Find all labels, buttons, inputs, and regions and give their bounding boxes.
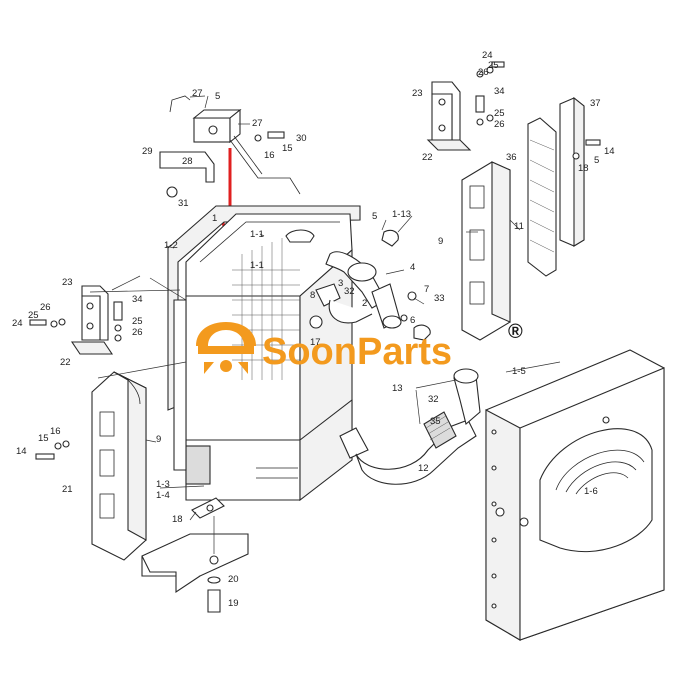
callout-label: 1-1 <box>250 229 264 240</box>
left-side-plate <box>35 371 147 561</box>
callout-label: 1 <box>212 213 217 224</box>
callout-label: 34 <box>132 294 143 305</box>
soonparts-watermark: SoonParts ® <box>196 321 523 374</box>
seal-bars-group <box>527 96 601 277</box>
callout-label: 5 <box>215 91 220 102</box>
callout-label: 20 <box>228 574 239 585</box>
callout-label: 14 <box>604 146 615 157</box>
watermark-brand-text: SoonParts <box>262 331 452 373</box>
callout-label: 22 <box>422 152 433 163</box>
callout-label: 27 <box>252 118 263 129</box>
callout-label: 1-4 <box>156 490 170 501</box>
callout-label: 15 <box>282 143 293 154</box>
leader-lines <box>89 215 561 521</box>
callout-label: 7 <box>424 284 429 295</box>
callout-label: 25 <box>494 108 505 119</box>
callout-label: 1-5 <box>512 366 526 377</box>
callout-label: 14 <box>16 446 27 457</box>
callout-label: 1-2 <box>164 240 178 251</box>
callout-label: 1-1 <box>250 260 264 271</box>
callout-label: 17 <box>310 337 321 348</box>
callout-label: 30 <box>296 133 307 144</box>
callout-label: 3 <box>338 278 343 289</box>
callout-label: 2 <box>362 298 367 309</box>
callout-label: 9 <box>438 236 443 247</box>
callout-label: 11 <box>514 221 524 232</box>
callout-label: 4 <box>410 262 415 273</box>
callout-label: 18 <box>578 163 589 174</box>
callout-label: 22 <box>60 357 71 368</box>
callout-label: 1-3 <box>156 479 170 490</box>
callout-label: 1-6 <box>584 486 598 497</box>
callout-label: 32 <box>428 394 439 405</box>
callout-label: 29 <box>142 146 153 157</box>
soonparts-logo-icon <box>196 322 256 374</box>
callout-label: 27 <box>192 88 203 99</box>
callout-label: 12 <box>418 463 429 474</box>
callout-label: 21 <box>62 484 73 495</box>
callout-label: 31 <box>178 198 189 209</box>
callout-label: 36 <box>506 152 517 163</box>
reservoir-bracket-group <box>159 95 301 198</box>
bottom-mount-group <box>141 497 249 613</box>
fan-shroud <box>485 349 665 641</box>
callout-label: 26 <box>132 327 143 338</box>
registered-mark: ® <box>508 321 523 343</box>
callout-label: 33 <box>434 293 445 304</box>
callout-label: 5 <box>594 155 599 166</box>
callout-label: 25 <box>28 310 39 321</box>
upper-right-bracket-group <box>426 61 505 151</box>
callout-label: 23 <box>62 277 73 288</box>
upper-hose-group <box>309 229 431 341</box>
callout-label: 23 <box>412 88 423 99</box>
callout-label: 24 <box>12 318 23 329</box>
callout-label: 15 <box>38 433 49 444</box>
callout-label: 16 <box>264 150 275 161</box>
callout-label: 6 <box>410 315 415 326</box>
callout-label: 28 <box>182 156 193 167</box>
callout-label: 35 <box>430 416 441 427</box>
callout-label: 9 <box>156 434 161 445</box>
callout-label: 5 <box>372 211 377 222</box>
callout-label: 16 <box>50 426 61 437</box>
callout-label: 37 <box>590 98 601 109</box>
callout-label: 8 <box>310 290 315 301</box>
callout-label: 32 <box>344 286 355 297</box>
callout-label: 34 <box>494 86 505 97</box>
callout-label: 13 <box>392 383 403 394</box>
callout-label: 26 <box>494 119 505 130</box>
callout-label: 18 <box>172 514 183 525</box>
callout-label: 25 <box>488 60 499 71</box>
callout-labels: 27 5 27 30 15 16 29 28 31 24 25 26 34 23… <box>12 50 615 609</box>
callout-label: 1-13 <box>392 209 411 220</box>
lower-hose-group <box>339 368 481 485</box>
callout-label: 19 <box>228 598 239 609</box>
left-bracket-group <box>29 285 123 355</box>
callout-label: 25 <box>132 316 143 327</box>
callout-label: 26 <box>40 302 51 313</box>
callout-label: 24 <box>482 50 493 61</box>
right-side-plate <box>461 161 511 341</box>
radiator-core <box>167 205 361 502</box>
callout-label: 26 <box>478 67 489 78</box>
